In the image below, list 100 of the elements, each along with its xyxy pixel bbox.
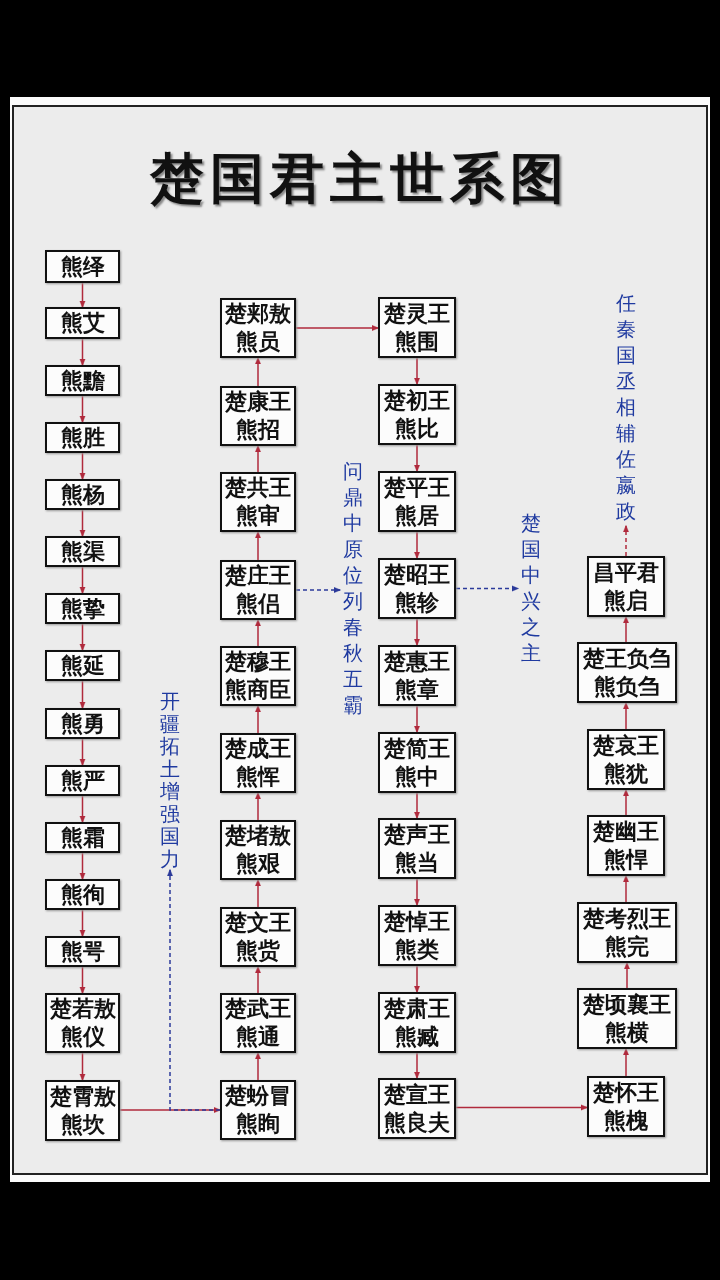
ruler-title: 楚堵敖 (225, 822, 291, 850)
personal-name: 熊比 (395, 414, 439, 443)
ruler-box (587, 1076, 665, 1137)
arrow (79, 395, 86, 423)
personal-name: 熊臧 (395, 1022, 439, 1051)
arrow (79, 738, 86, 766)
arrow (623, 789, 629, 816)
personal-name: 熊轸 (395, 588, 439, 617)
ruler-title: 楚文王 (225, 909, 291, 937)
ruler-title: 楚昭王 (384, 560, 450, 589)
ruler-box (378, 297, 456, 358)
ruler-box (45, 536, 120, 567)
personal-name: 熊绎 (60, 252, 105, 281)
ruler-title: 楚若敖 (49, 995, 116, 1023)
ruler-box (45, 307, 120, 339)
ruler-title: 楚郏敖 (225, 300, 291, 328)
arrow (623, 616, 629, 643)
personal-name: 熊员 (236, 328, 280, 356)
arrow (624, 962, 630, 989)
ruler-box (45, 1080, 120, 1141)
arrow (414, 444, 420, 472)
ruler-title: 楚考烈王 (583, 904, 671, 933)
arrow (79, 852, 86, 880)
personal-name: 熊侣 (236, 590, 280, 618)
personal-name: 熊黵 (60, 366, 105, 395)
ruler-box (587, 815, 665, 876)
ruler-title: 楚宣王 (384, 1080, 450, 1109)
ruler-box (220, 820, 296, 880)
ruler-box (45, 879, 120, 910)
ruler-box (220, 733, 296, 793)
ruler-title: 楚灵王 (384, 299, 450, 328)
personal-name: 熊横 (605, 1018, 649, 1047)
personal-name: 熊围 (395, 327, 439, 356)
arrow (414, 531, 420, 559)
arrow (623, 702, 629, 730)
personal-name: 熊良夫 (384, 1108, 450, 1137)
ruler-box (45, 650, 120, 681)
ruler-box (220, 993, 296, 1053)
ruler-title: 楚怀王 (593, 1078, 659, 1107)
personal-name: 熊商臣 (225, 676, 291, 704)
arrow (79, 1052, 86, 1081)
arrow (414, 618, 420, 646)
ruler-title: 楚惠王 (384, 647, 450, 676)
personal-name: 熊延 (60, 651, 105, 680)
arrow (167, 869, 221, 1111)
arrow (414, 357, 420, 385)
personal-name: 熊审 (236, 502, 280, 530)
arrow (255, 705, 261, 734)
ruler-title: 楚武王 (225, 995, 291, 1023)
arrow (414, 965, 420, 993)
arrow (414, 1052, 420, 1079)
ruler-box (378, 645, 456, 706)
annotation-text: 楚国中兴之主 (518, 510, 544, 668)
arrow (255, 792, 261, 821)
ruler-title: 楚幽王 (593, 817, 659, 846)
ruler-box (378, 558, 456, 619)
ruler-box (378, 471, 456, 532)
arrow (414, 792, 420, 819)
arrow (79, 452, 86, 480)
personal-name: 熊当 (395, 848, 439, 877)
personal-name: 熊咢 (60, 937, 105, 966)
ruler-title: 楚肃王 (384, 994, 450, 1023)
ruler-box (378, 992, 456, 1053)
personal-name: 熊恽 (236, 763, 280, 791)
arrow (79, 680, 86, 709)
ruler-title: 昌平君 (593, 558, 659, 587)
personal-name: 熊霜 (60, 823, 105, 852)
personal-name: 熊类 (395, 935, 439, 964)
personal-name: 熊启 (604, 586, 648, 615)
personal-name: 熊仪 (60, 1023, 105, 1051)
arrow (79, 909, 86, 937)
personal-name: 熊挚 (60, 594, 105, 623)
arrow (255, 879, 261, 908)
arrow (79, 795, 86, 823)
arrow (255, 445, 261, 473)
arrow (79, 509, 86, 537)
arrow (455, 585, 519, 592)
personal-name: 熊艰 (236, 850, 280, 878)
ruler-box (587, 729, 665, 790)
arrow (255, 531, 261, 561)
ruler-box (45, 936, 120, 967)
arrow (623, 525, 629, 557)
ruler-box (220, 560, 296, 620)
ruler-box (220, 472, 296, 532)
ruler-box (378, 905, 456, 966)
ruler-box (378, 732, 456, 793)
ruler-box (45, 822, 120, 853)
ruler-box (378, 818, 456, 879)
personal-name: 熊槐 (604, 1106, 648, 1135)
arrow (255, 1052, 261, 1081)
personal-name: 熊章 (395, 675, 439, 704)
ruler-box (577, 642, 677, 703)
arrow (414, 705, 420, 733)
ruler-title: 楚哀王 (593, 731, 659, 760)
personal-name: 熊完 (605, 932, 649, 961)
ruler-title: 楚霄敖 (49, 1082, 116, 1111)
ruler-box (378, 1078, 456, 1139)
ruler-box (587, 556, 665, 617)
ruler-title: 楚成王 (225, 735, 291, 763)
personal-name: 熊负刍 (594, 672, 660, 701)
